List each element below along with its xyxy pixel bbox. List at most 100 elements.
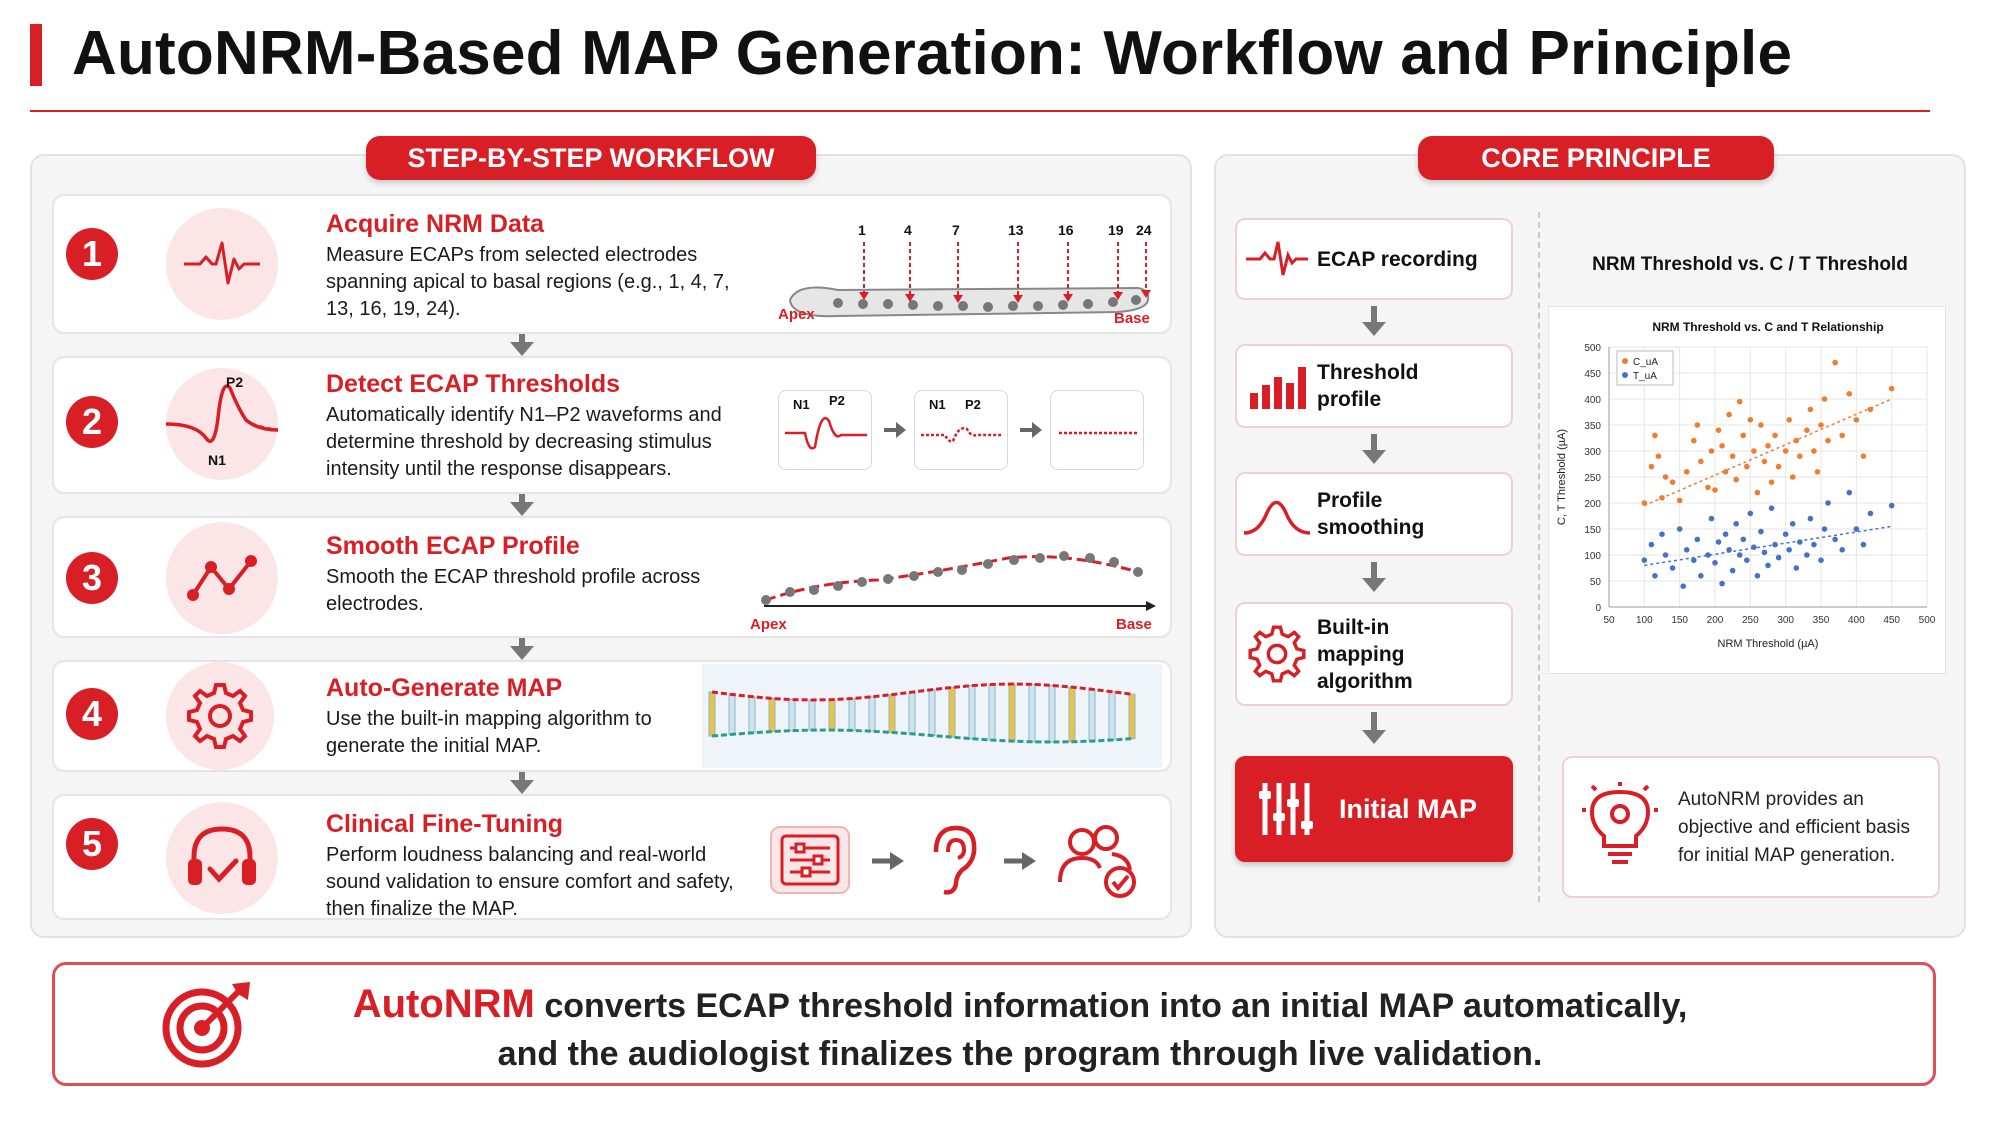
flow-arrow [519,494,525,504]
summary-line-1: AutoNRM converts ECAP threshold informat… [240,980,1800,1030]
map-channel-bar [868,696,876,732]
step-title-3: Smooth ECAP Profile [326,532,580,560]
flow-arrow-head [1362,578,1386,592]
data-point [1772,432,1778,439]
data-point [1825,437,1831,444]
data-point [1846,391,1853,397]
data-point [1768,505,1775,511]
data-point [1811,541,1817,548]
map-channel-bar [1028,683,1036,743]
sliders-icon [1235,777,1339,841]
p2-label: P2 [226,374,244,390]
gear-icon [1237,622,1317,686]
data-point [1772,541,1778,548]
map-channel-bar [728,693,736,735]
data-point [1797,539,1803,545]
data-point [1888,385,1895,392]
electrode-label: 19 [1108,222,1124,238]
step-number-2: 2 [66,396,118,448]
data-point [1853,417,1860,423]
map-channel-bar [908,691,916,735]
data-point [1793,565,1800,571]
legend-marker [1622,358,1628,364]
data-point [1676,497,1683,504]
map-channel-bar [788,699,796,732]
data-point [1708,515,1715,522]
arrow-right-icon [870,850,906,877]
map-channel-bar [748,696,756,734]
waveform-box-strong: N1 P2 [778,390,872,470]
data-point [1825,500,1831,506]
base-label: Base [1116,616,1152,633]
data-point [1754,489,1761,496]
line-trend-icon [166,522,278,634]
data-point [1804,552,1810,558]
data-point [1839,547,1845,553]
data-point [1821,396,1828,402]
workflow-heading: STEP-BY-STEP WORKFLOW [366,136,816,180]
flow-arrow [519,772,525,782]
data-point [1839,432,1845,439]
flow-arrow [1371,434,1377,452]
data-point [1832,536,1838,543]
data-point [1860,541,1867,548]
summary-line-2: and the audiologist finalizes the progra… [497,1035,1543,1073]
map-channel-bar [928,689,936,736]
flow-arrow-head [1362,322,1386,336]
y-tick-label: 0 [1595,603,1601,614]
data-point [1652,573,1658,579]
y-tick-label: 100 [1584,551,1601,562]
waveform-box-weak: N1 P2 [914,390,1008,470]
y-tick-label: 50 [1590,577,1602,588]
flow-label: Threshold profile [1317,361,1419,411]
y-tick-label: 150 [1584,525,1601,536]
arrow-right-icon [1018,420,1044,445]
smoothed-profile-graph: Apex Base [738,532,1158,640]
chart-heading: NRM Threshold vs. C / T Threshold [1592,254,1908,275]
p2-label: P2 [829,393,845,408]
electrode-array-diagram: 1 4 7 13 16 19 24 Apex Base [778,220,1158,330]
gear-icon [166,662,274,770]
data-point [1747,417,1754,423]
x-tick-label: 50 [1603,615,1615,626]
data-point [1793,437,1800,444]
map-channel-bar [1008,683,1016,742]
data-point [1676,526,1683,532]
scatter-chart: NRM Threshold vs. C and T Relationship 50… [1548,306,1946,674]
data-point [1853,526,1860,532]
flow-arrow-head [510,780,534,794]
step-card-5: 5 Clinical Fine-Tuning Perform loudness … [52,794,1172,920]
summary-text: AutoNRM converts ECAP threshold informat… [240,980,1800,1078]
p2-label: P2 [965,397,981,412]
core-heading: CORE PRINCIPLE [1418,136,1774,180]
flow-arrow [519,334,525,344]
legend-box [1616,350,1674,386]
map-channel-bar [808,699,816,731]
data-point [1744,463,1750,470]
apex-label: Apex [750,616,787,633]
flow-label: ECAP recording [1317,247,1478,271]
data-point [1814,469,1821,475]
data-point [1797,453,1803,459]
base-label: Base [1114,310,1150,327]
step-card-4: 4 Auto-Generate MAP Use the built-in map… [52,660,1172,772]
data-point [1775,554,1782,561]
legend-label: C_uA [1633,357,1658,368]
data-point [1867,406,1874,413]
data-point [1662,474,1669,480]
chart-title: NRM Threshold vs. C and T Relationship [1652,320,1883,334]
n1-label: N1 [929,397,946,412]
bell-curve-icon [1237,491,1317,537]
trend-line [1644,525,1892,567]
data-point [1751,448,1757,454]
flow-arrow [1371,562,1377,580]
summary-highlight: AutoNRM [352,982,535,1026]
flow-box-profile-smoothing: Profile smoothing [1235,472,1513,556]
electrode-label: 7 [952,222,960,238]
data-point [1782,448,1789,454]
step-desc-2: Automatically identify N1–P2 waveforms a… [326,404,722,480]
data-point [1804,427,1810,433]
data-point [1662,552,1669,558]
x-tick-label: 300 [1777,615,1794,626]
waveform-box-none [1050,390,1144,470]
